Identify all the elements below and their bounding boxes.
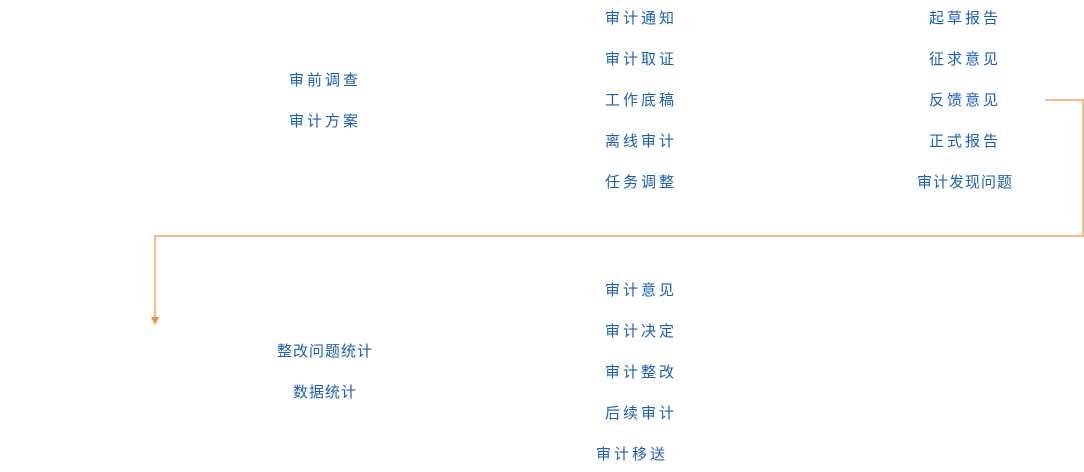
link-audit-evidence[interactable]: 审计取证	[604, 50, 677, 68]
link-audit-rectification[interactable]: 审计整改	[604, 363, 677, 381]
link-audit-findings[interactable]: 审计发现问题	[916, 173, 1013, 191]
flow-connector-line	[154, 99, 1084, 318]
arrow-down-icon	[151, 317, 159, 325]
link-data-statistics[interactable]: 数据统计	[292, 383, 357, 401]
link-audit-opinion[interactable]: 审计意见	[604, 281, 677, 299]
phase2-column-1: 整改问题统计 数据统计	[260, 341, 390, 402]
link-draft-report[interactable]: 起草报告	[928, 9, 1001, 27]
link-offline-audit[interactable]: 离线审计	[604, 132, 677, 150]
link-pre-audit-survey[interactable]: 审前调查	[288, 71, 361, 89]
link-audit-decision[interactable]: 审计决定	[604, 322, 677, 340]
link-feedback-opinions[interactable]: 反馈意见	[928, 91, 1001, 109]
link-audit-plan[interactable]: 审计方案	[288, 112, 361, 130]
link-audit-transfer[interactable]: 审计移送	[595, 445, 668, 463]
phase1-column-3: 起草报告 征求意见 反馈意见 正式报告 审计发现问题	[900, 8, 1030, 192]
phase2-column-2: 审计意见 审计决定 审计整改 后续审计 审计移送	[586, 280, 696, 464]
link-audit-notice[interactable]: 审计通知	[604, 9, 677, 27]
link-rectification-statistics[interactable]: 整改问题统计	[276, 342, 373, 360]
link-task-adjustment[interactable]: 任务调整	[604, 173, 677, 191]
link-formal-report[interactable]: 正式报告	[928, 132, 1001, 150]
phase1-column-1: 审前调查 审计方案	[270, 70, 380, 131]
link-follow-up-audit[interactable]: 后续审计	[604, 404, 677, 422]
phase1-column-2: 审计通知 审计取证 工作底稿 离线审计 任务调整	[586, 8, 696, 192]
link-solicit-opinions[interactable]: 征求意见	[928, 50, 1001, 68]
link-working-papers[interactable]: 工作底稿	[604, 91, 677, 109]
